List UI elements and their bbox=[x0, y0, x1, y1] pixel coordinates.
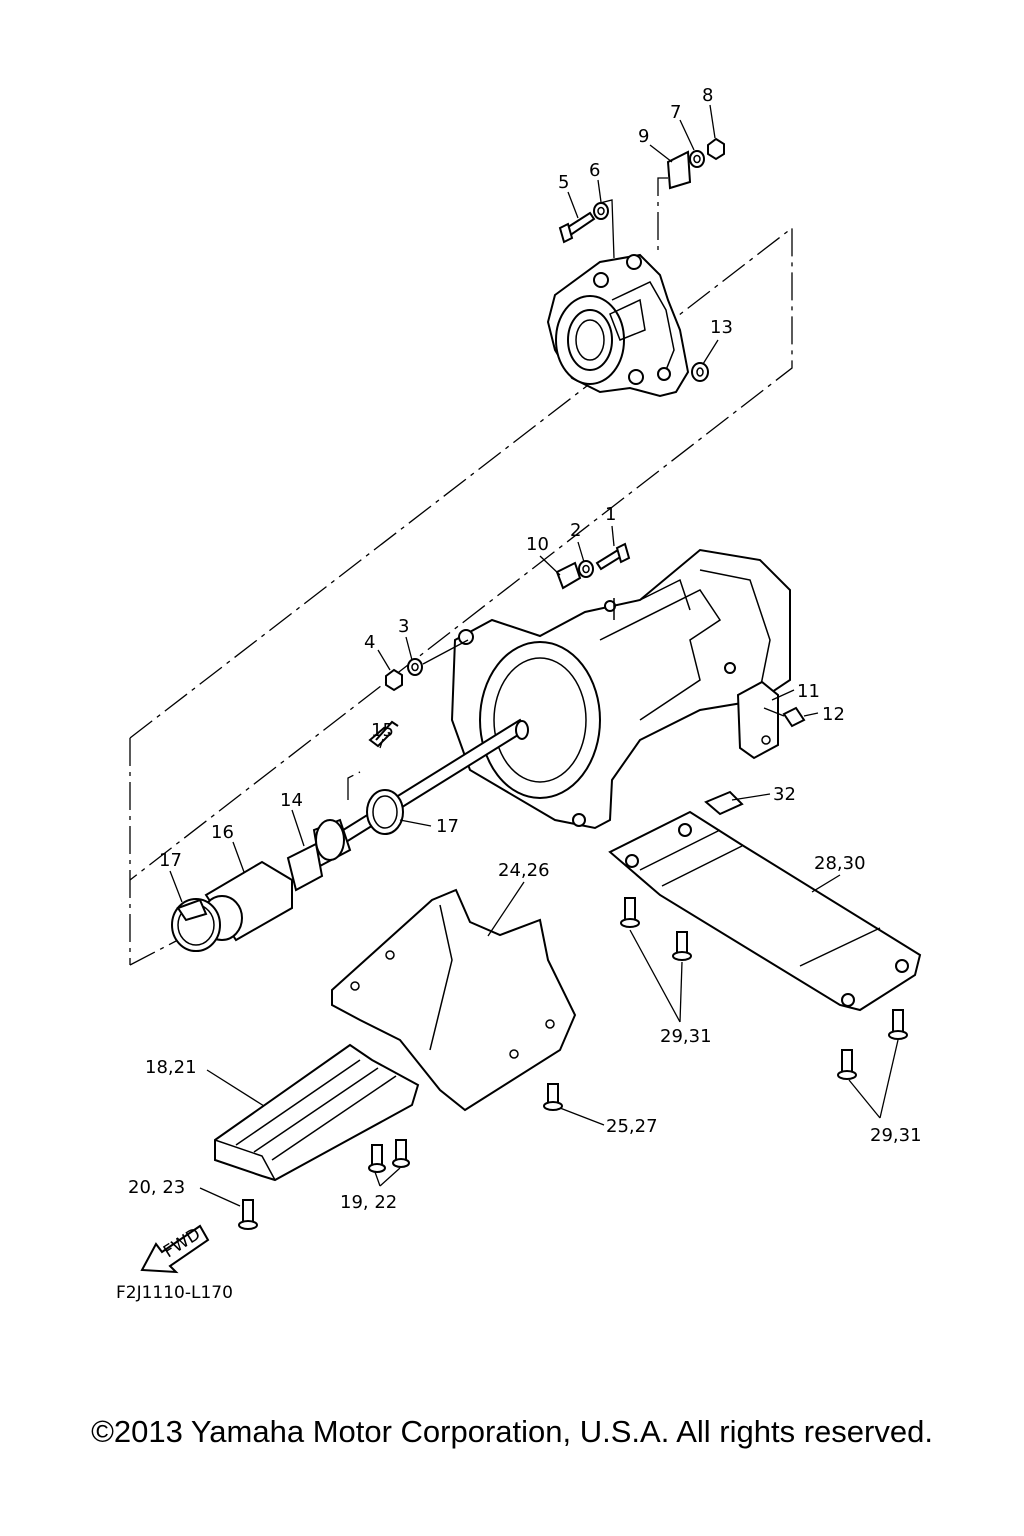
pad-and-screw bbox=[736, 680, 806, 760]
callout-25-27: 25,27 bbox=[606, 1116, 658, 1137]
intake-duct bbox=[331, 888, 577, 1112]
callout-7: 7 bbox=[670, 102, 681, 123]
hose-assembly bbox=[171, 771, 404, 952]
forward-arrow-icon: FWD bbox=[140, 1224, 210, 1274]
callout-17-left: 17 bbox=[159, 850, 182, 871]
pump-fasteners bbox=[385, 542, 631, 692]
callout-15: 15 bbox=[371, 720, 394, 741]
mounting-bolts bbox=[238, 897, 908, 1230]
nozzle-housing bbox=[546, 253, 690, 398]
callout-8: 8 bbox=[702, 85, 713, 106]
reference-code: F2J1110-L170 bbox=[116, 1283, 233, 1303]
callout-labels: 1 2 3 4 5 6 7 8 9 10 11 12 13 14 15 16 1… bbox=[128, 85, 922, 1213]
callout-9: 9 bbox=[638, 126, 649, 147]
callout-5: 5 bbox=[558, 172, 569, 193]
assembly-frame bbox=[129, 226, 793, 966]
callout-10: 10 bbox=[526, 534, 549, 555]
callout-12: 12 bbox=[822, 704, 845, 725]
callout-13: 13 bbox=[710, 317, 733, 338]
callout-16: 16 bbox=[211, 822, 234, 843]
callout-19-22: 19, 22 bbox=[340, 1192, 397, 1213]
callout-1: 1 bbox=[605, 504, 616, 525]
callout-20-23: 20, 23 bbox=[128, 1177, 185, 1198]
copyright-notice: ©2013 Yamaha Motor Corporation, U.S.A. A… bbox=[91, 1414, 933, 1449]
callout-29-31-left: 29,31 bbox=[660, 1026, 712, 1047]
leader-lines bbox=[169, 104, 899, 1207]
callout-6: 6 bbox=[589, 160, 600, 181]
callout-28-30: 28,30 bbox=[814, 853, 866, 874]
callout-32: 32 bbox=[773, 784, 796, 805]
callout-24-26: 24,26 bbox=[498, 860, 550, 881]
callout-14: 14 bbox=[280, 790, 303, 811]
callout-29-31-right: 29,31 bbox=[870, 1125, 922, 1146]
callout-11: 11 bbox=[797, 681, 820, 702]
callout-3: 3 bbox=[398, 616, 409, 637]
intake-grate bbox=[214, 1043, 420, 1182]
callout-4: 4 bbox=[364, 632, 375, 653]
callout-17-right: 17 bbox=[436, 816, 459, 837]
upper-fasteners bbox=[558, 137, 725, 382]
callout-18-21: 18,21 bbox=[145, 1057, 197, 1078]
callout-2: 2 bbox=[570, 520, 581, 541]
ride-plate bbox=[608, 790, 922, 1012]
screw-15 bbox=[368, 720, 399, 748]
